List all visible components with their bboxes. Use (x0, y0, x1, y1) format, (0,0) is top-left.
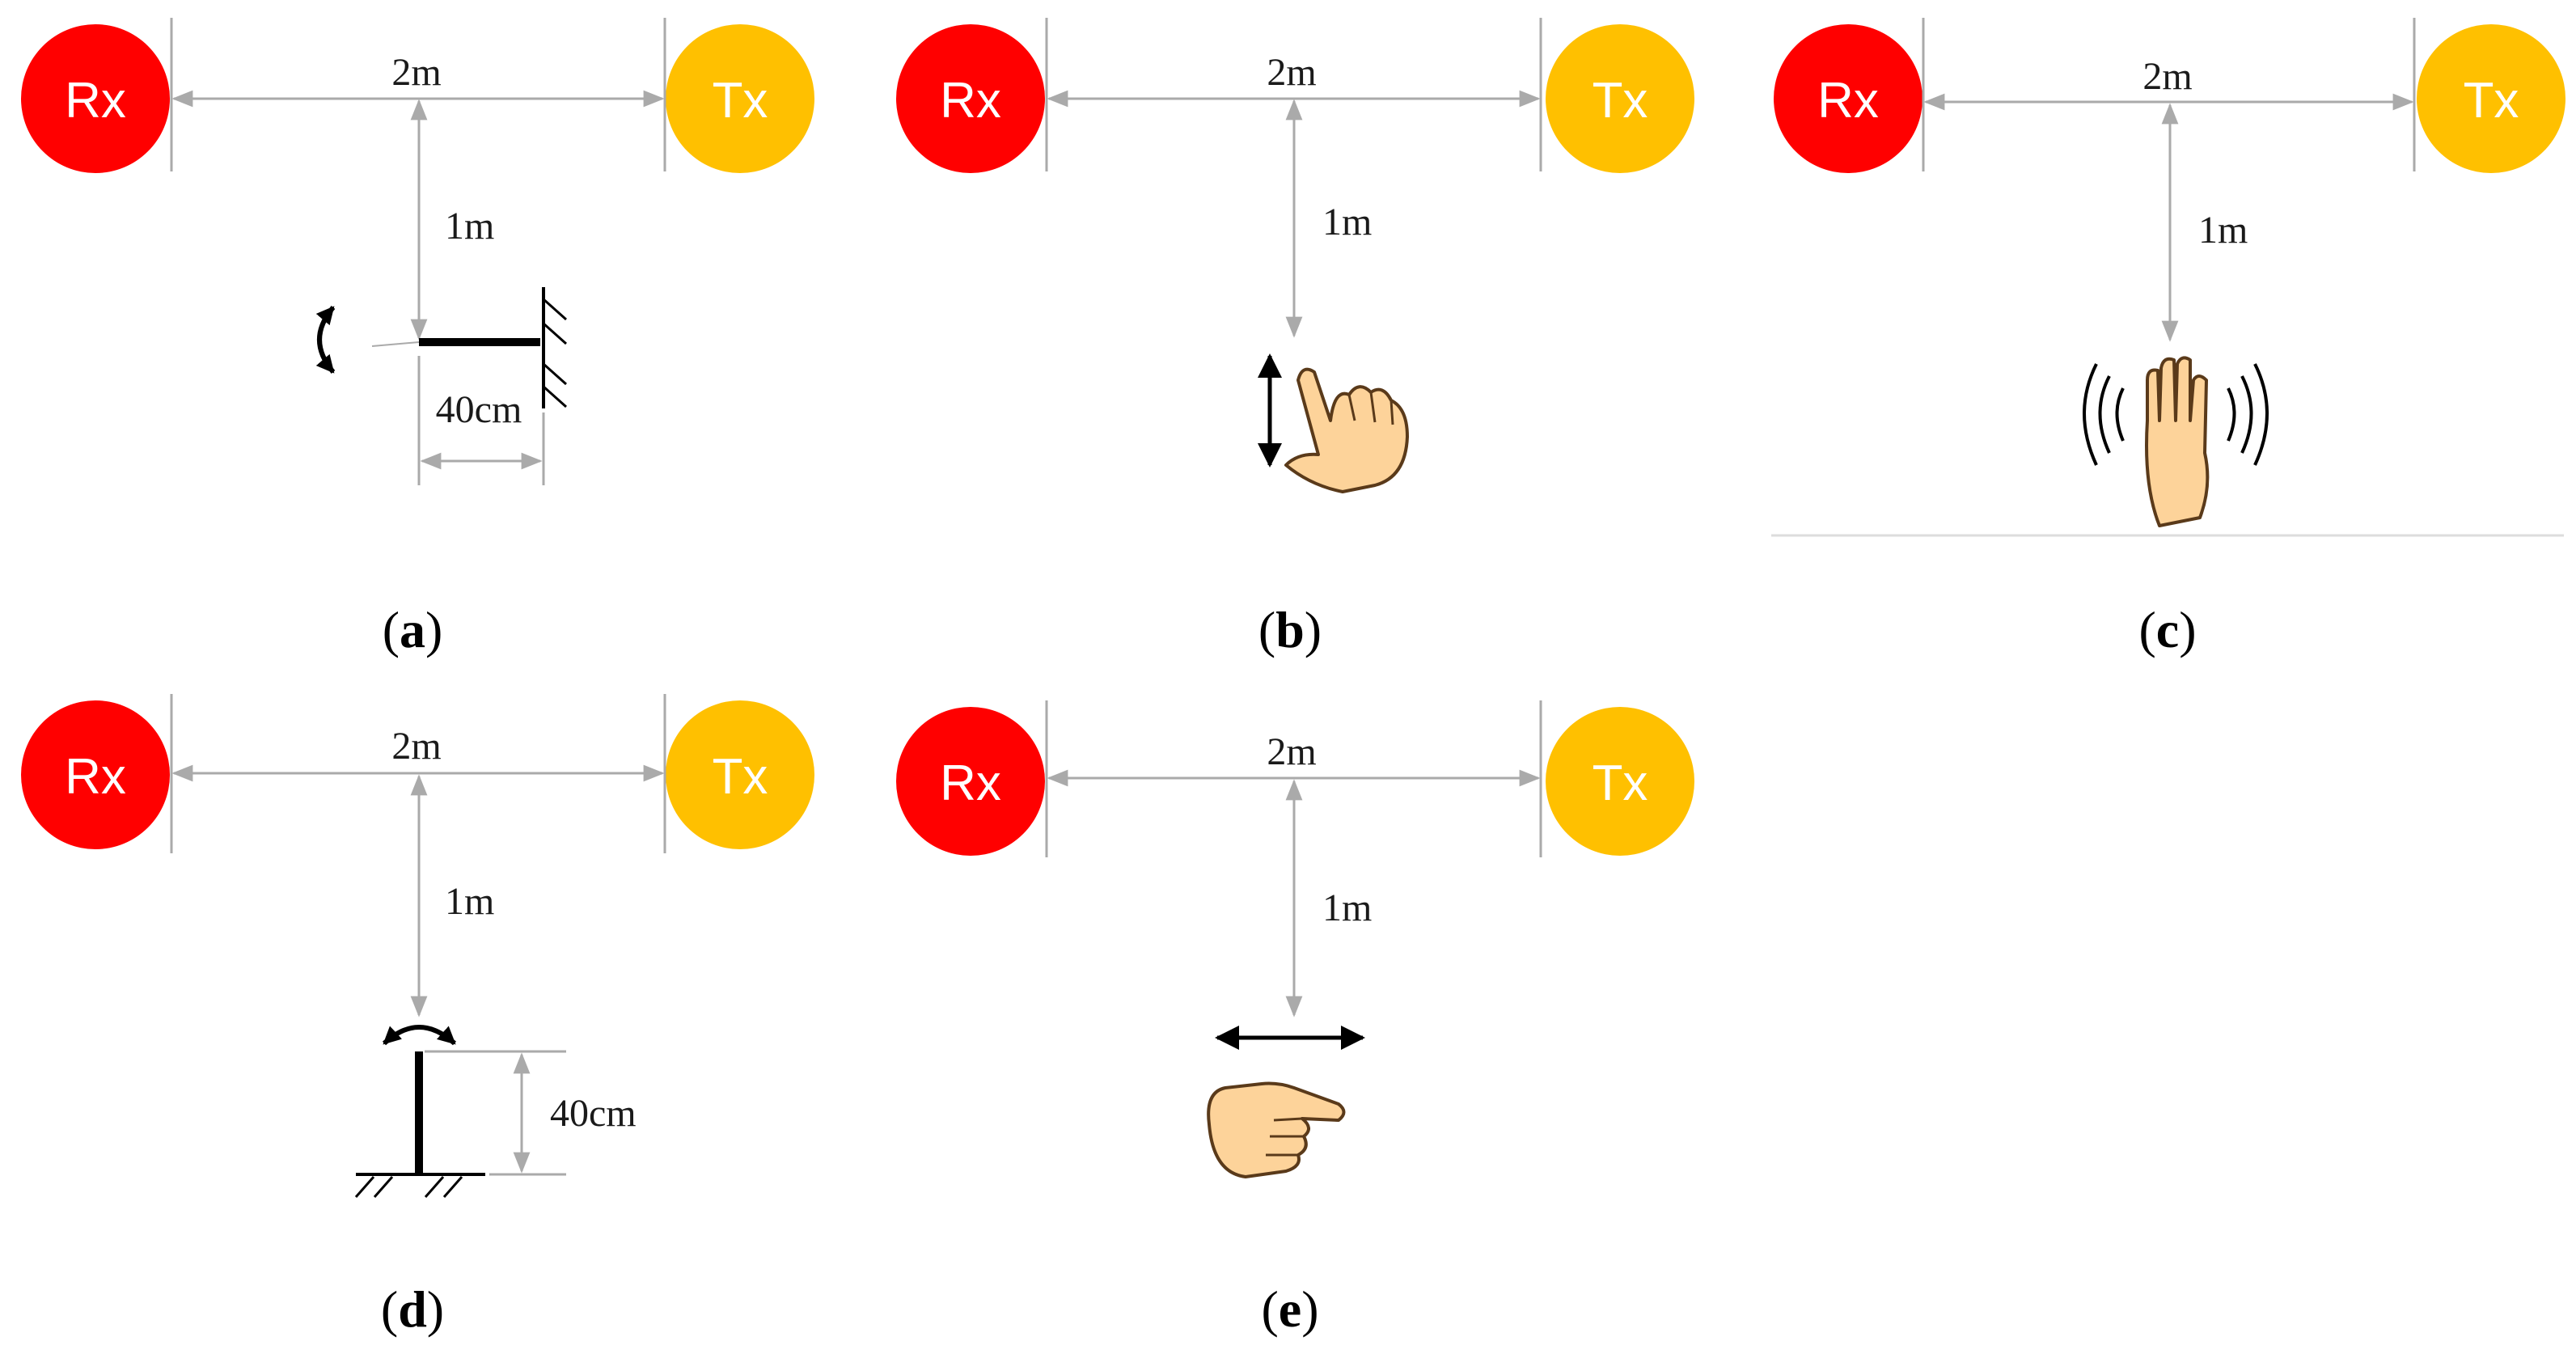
rx-label: Rx (65, 749, 126, 805)
tx-node (1546, 707, 1694, 856)
tx-label: Tx (713, 749, 768, 805)
post-height-label: 40cm (550, 1092, 637, 1135)
cantilever-beam-icon (371, 287, 567, 485)
tx-node (666, 24, 814, 173)
horizontal-distance-label: 2m (391, 51, 441, 94)
rx-node (21, 24, 170, 173)
rx-node (1774, 24, 1922, 173)
caption-d: (d) (381, 1280, 444, 1338)
caption-b: (b) (1258, 601, 1322, 658)
vertical-distance-label: 1m (1322, 886, 1372, 929)
rx-label: Rx (940, 755, 1001, 811)
rx-label: Rx (65, 73, 126, 129)
horizontal-distance-label: 2m (391, 725, 441, 768)
rx-label: Rx (1817, 73, 1879, 129)
pointing-hand-icon (1258, 353, 1409, 493)
tx-label: Tx (2464, 73, 2519, 129)
caption-e: (e) (1261, 1280, 1318, 1338)
tx-node (1546, 24, 1694, 173)
tx-node (2417, 24, 2565, 173)
tx-node (666, 700, 814, 849)
rotation-arrow-icon (315, 306, 336, 374)
rx-label: Rx (940, 73, 1001, 129)
panel-d: Rx Tx 2m 1m 40cm (d) (21, 694, 814, 1338)
panel-e: Rx Tx 2m 1m (e) (896, 700, 1694, 1338)
horizontal-distance-label: 2m (1267, 730, 1316, 773)
waving-hand-icon (2083, 356, 2269, 527)
vertical-distance-label: 1m (2198, 209, 2248, 252)
tx-label: Tx (1593, 755, 1648, 811)
rx-node (21, 700, 170, 849)
panel-a: Rx Tx 2m 1m 40cm (a) (21, 18, 814, 658)
horizontal-distance-label: 2m (2142, 55, 2192, 98)
caption-a: (a) (383, 601, 443, 658)
caption-c: (c) (2138, 601, 2196, 658)
rx-node (896, 24, 1045, 173)
pointing-hand-sideways-icon (1207, 1026, 1365, 1178)
beam-length-label: 40cm (436, 388, 522, 431)
horizontal-distance-label: 2m (1267, 51, 1316, 94)
vertical-post-icon (354, 1025, 566, 1198)
vertical-distance-label: 1m (445, 205, 494, 247)
panel-b: Rx Tx 2m 1m (b) (896, 18, 1694, 658)
tx-label: Tx (1593, 73, 1648, 129)
vertical-distance-label: 1m (1322, 201, 1372, 243)
rx-node (896, 707, 1045, 856)
vertical-distance-label: 1m (445, 880, 494, 923)
tx-label: Tx (713, 73, 768, 129)
panel-c: Rx Tx 2m 1m (c) (1771, 18, 2565, 658)
